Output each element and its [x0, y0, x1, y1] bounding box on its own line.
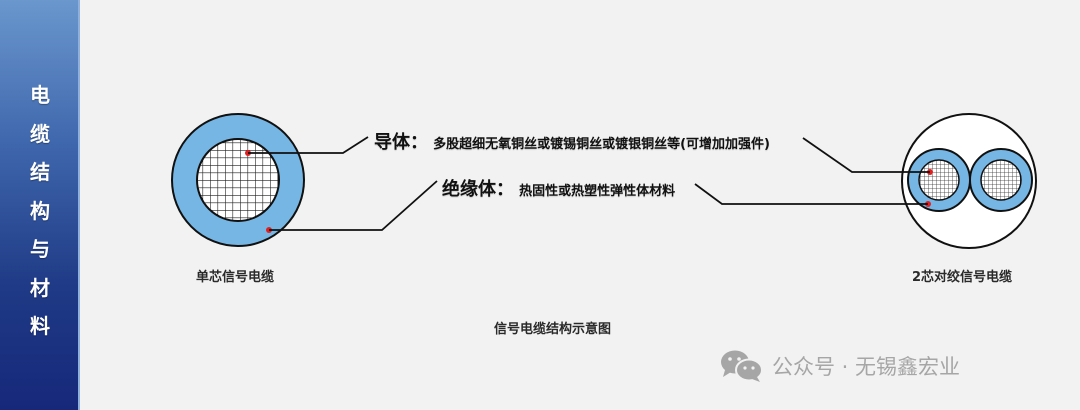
- watermark-text: 公众号 · 无锡鑫宏业: [772, 355, 961, 379]
- wechat-icon: [720, 349, 764, 383]
- conductor-leader-left: [248, 136, 369, 154]
- sidebar-title-char: 材: [30, 275, 50, 300]
- single-core-caption: 单芯信号电缆: [196, 270, 275, 285]
- conductor-leader-right: [802, 137, 930, 173]
- single-core-cable: [171, 113, 305, 247]
- sidebar-title-char: 构: [30, 198, 50, 223]
- figure-caption: 信号电缆结构示意图: [494, 322, 612, 337]
- insulation-leader-right: [694, 183, 928, 205]
- conductor-value: 多股超细无氧铜丝或镀锡铜丝或镀银铜丝等(可增加加强件): [433, 137, 770, 152]
- sidebar-title-char: 缆: [30, 121, 50, 146]
- insulation-value: 热固性或热塑性弹性体材料: [519, 184, 676, 199]
- leader-lines: [248, 136, 930, 231]
- conductor-key: 导体：: [374, 132, 428, 153]
- twisted-pair-caption: 2芯对绞信号电缆: [912, 270, 1013, 285]
- insulation-key: 绝缘体：: [442, 179, 514, 200]
- sidebar-title-char: 与: [30, 237, 50, 261]
- insulation-label: 绝缘体： 热固性或热塑性弹性体材料: [442, 175, 675, 201]
- sidebar: 电 缆 结 构 与 材 料: [0, 0, 80, 410]
- sidebar-title-char: 料: [30, 314, 50, 338]
- sidebar-title-char: 结: [30, 160, 50, 184]
- watermark: 公众号 · 无锡鑫宏业: [720, 349, 960, 383]
- twisted-pair-cable: [901, 113, 1037, 249]
- insulation-leader-left: [269, 180, 438, 231]
- conductor-label: 导体： 多股超细无氧铜丝或镀锡铜丝或镀银铜丝等(可增加加强件): [374, 128, 770, 154]
- sidebar-title-char: 电: [30, 83, 50, 107]
- sidebar-title: 电 缆 结 构 与 材 料: [0, 76, 80, 346]
